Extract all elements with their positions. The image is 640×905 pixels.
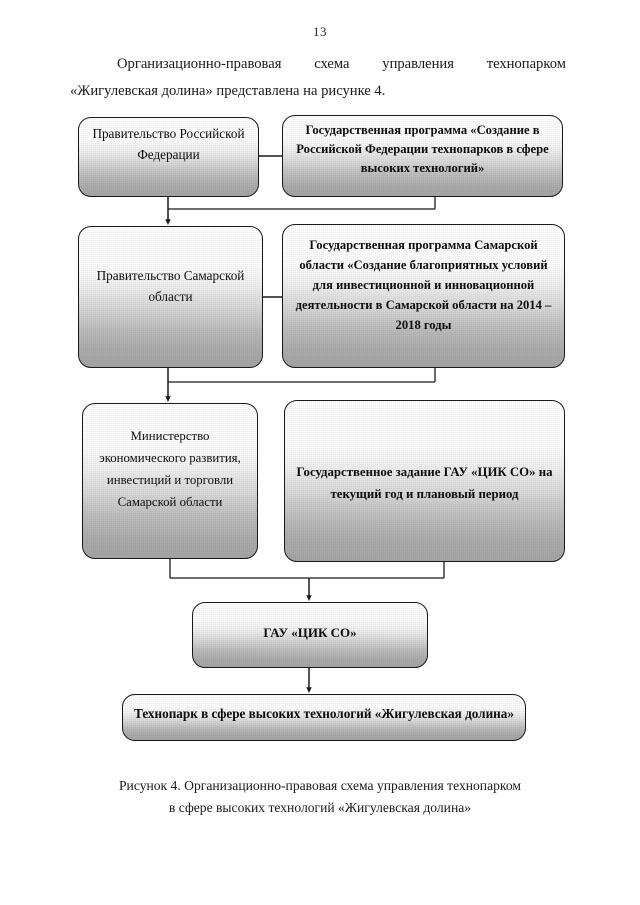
caption-line-2: в сфере высоких технологий «Жигулевская … bbox=[168, 800, 472, 815]
node-label: ГАУ «ЦИК СО» bbox=[263, 625, 357, 640]
node-technopark[interactable]: Технопарк в сфере высоких технологий «Жи… bbox=[122, 694, 526, 741]
node-label: Технопарк в сфере высоких технологий «Жи… bbox=[134, 706, 514, 721]
node-government-samara[interactable]: Правительство Самарской области bbox=[78, 226, 263, 368]
node-government-rf[interactable]: Правительство Российской Федерации bbox=[78, 117, 259, 197]
node-label: Государственная программа Самарской обла… bbox=[295, 238, 552, 332]
node-label: Правительство Российской Федерации bbox=[92, 126, 245, 162]
node-gau-cik-so[interactable]: ГАУ «ЦИК СО» bbox=[192, 602, 428, 668]
node-label: Государственное задание ГАУ «ЦИК СО» на … bbox=[296, 465, 553, 501]
caption-line-1: Рисунок 4. Организационно-правовая схема… bbox=[119, 778, 521, 793]
node-ministry-economic-development[interactable]: Министерство экономического развития, ин… bbox=[82, 403, 258, 559]
intro-line-1: Организационно-правовая схема управления… bbox=[70, 51, 566, 78]
figure-caption: Рисунок 4. Организационно-правовая схема… bbox=[70, 775, 570, 819]
page-number: 13 bbox=[313, 24, 327, 39]
intro-word: технопарком bbox=[486, 56, 566, 72]
node-label: Правительство Самарской области bbox=[96, 268, 245, 304]
node-program-samara[interactable]: Государственная программа Самарской обла… bbox=[282, 224, 565, 368]
node-label: Министерство экономического развития, ин… bbox=[99, 429, 241, 509]
node-label: Государственная программа «Создание в Ро… bbox=[296, 122, 549, 175]
intro-paragraph: Организационно-правовая схема управления… bbox=[70, 51, 566, 105]
intro-word: Организационно-правовая bbox=[117, 56, 282, 72]
node-program-rf[interactable]: Государственная программа «Создание в Ро… bbox=[282, 115, 563, 197]
intro-word: управления bbox=[382, 56, 454, 72]
intro-line-2: «Жигулевская долина» представлена на рис… bbox=[70, 83, 386, 99]
intro-word: схема bbox=[314, 56, 350, 72]
node-state-task[interactable]: Государственное задание ГАУ «ЦИК СО» на … bbox=[284, 400, 565, 562]
